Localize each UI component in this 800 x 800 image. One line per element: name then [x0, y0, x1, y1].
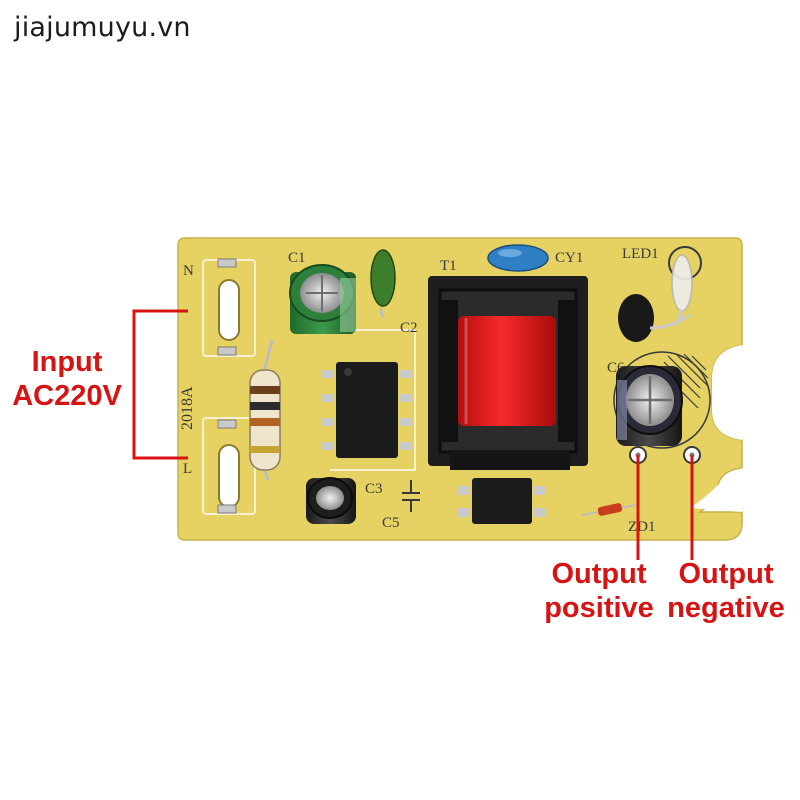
capacitor-c6 — [613, 351, 711, 449]
silkscreen-c3: C3 — [365, 481, 383, 497]
output-positive-line2: positive — [544, 592, 654, 624]
input-bracket — [132, 309, 188, 460]
silkscreen-n: N — [183, 263, 194, 279]
output-negative-line2: negative — [667, 592, 785, 624]
input-slot-l — [217, 419, 240, 514]
y-capacitor-cy1 — [487, 244, 549, 272]
transistor — [618, 294, 691, 342]
capacitor-c3 — [306, 477, 356, 524]
input-slot-n — [217, 258, 240, 356]
silkscreen-l: L — [183, 461, 192, 477]
silkscreen-c5: C5 — [382, 515, 400, 531]
silkscreen-t1: T1 — [440, 258, 457, 274]
output-negative-line1: Output — [678, 558, 774, 590]
silkscreen-c2: C2 — [400, 320, 418, 336]
output-positive-line1: Output — [551, 558, 647, 590]
input-ac220v-label: Input AC220V — [8, 345, 126, 413]
annotation-lines — [132, 309, 694, 560]
capacitor-c1 — [289, 264, 356, 334]
optocoupler — [458, 478, 546, 524]
input-terminal-outlines — [202, 259, 416, 515]
ic-chip — [322, 362, 412, 458]
output-positive-label: Output positive — [540, 557, 658, 625]
transformer-t1 — [428, 276, 588, 470]
silkscreen-c1: C1 — [288, 250, 306, 266]
input-label-line1: Input — [31, 346, 103, 378]
silkscreen-cy1: CY1 — [555, 250, 583, 266]
silkscreen-model: 2018A — [179, 386, 196, 430]
zener-diode-zd1 — [581, 503, 637, 516]
input-label-line2: AC220V — [12, 380, 122, 412]
capacitor-c5-symbol — [402, 480, 420, 512]
output-negative-label: Output negative — [664, 557, 788, 625]
silkscreen-led1: LED1 — [622, 246, 659, 262]
resistor — [249, 339, 281, 481]
film-capacitor — [370, 249, 396, 319]
watermark: jiajumuyu.vn — [14, 12, 191, 43]
silkscreen-zd1: ZD1 — [628, 519, 656, 535]
